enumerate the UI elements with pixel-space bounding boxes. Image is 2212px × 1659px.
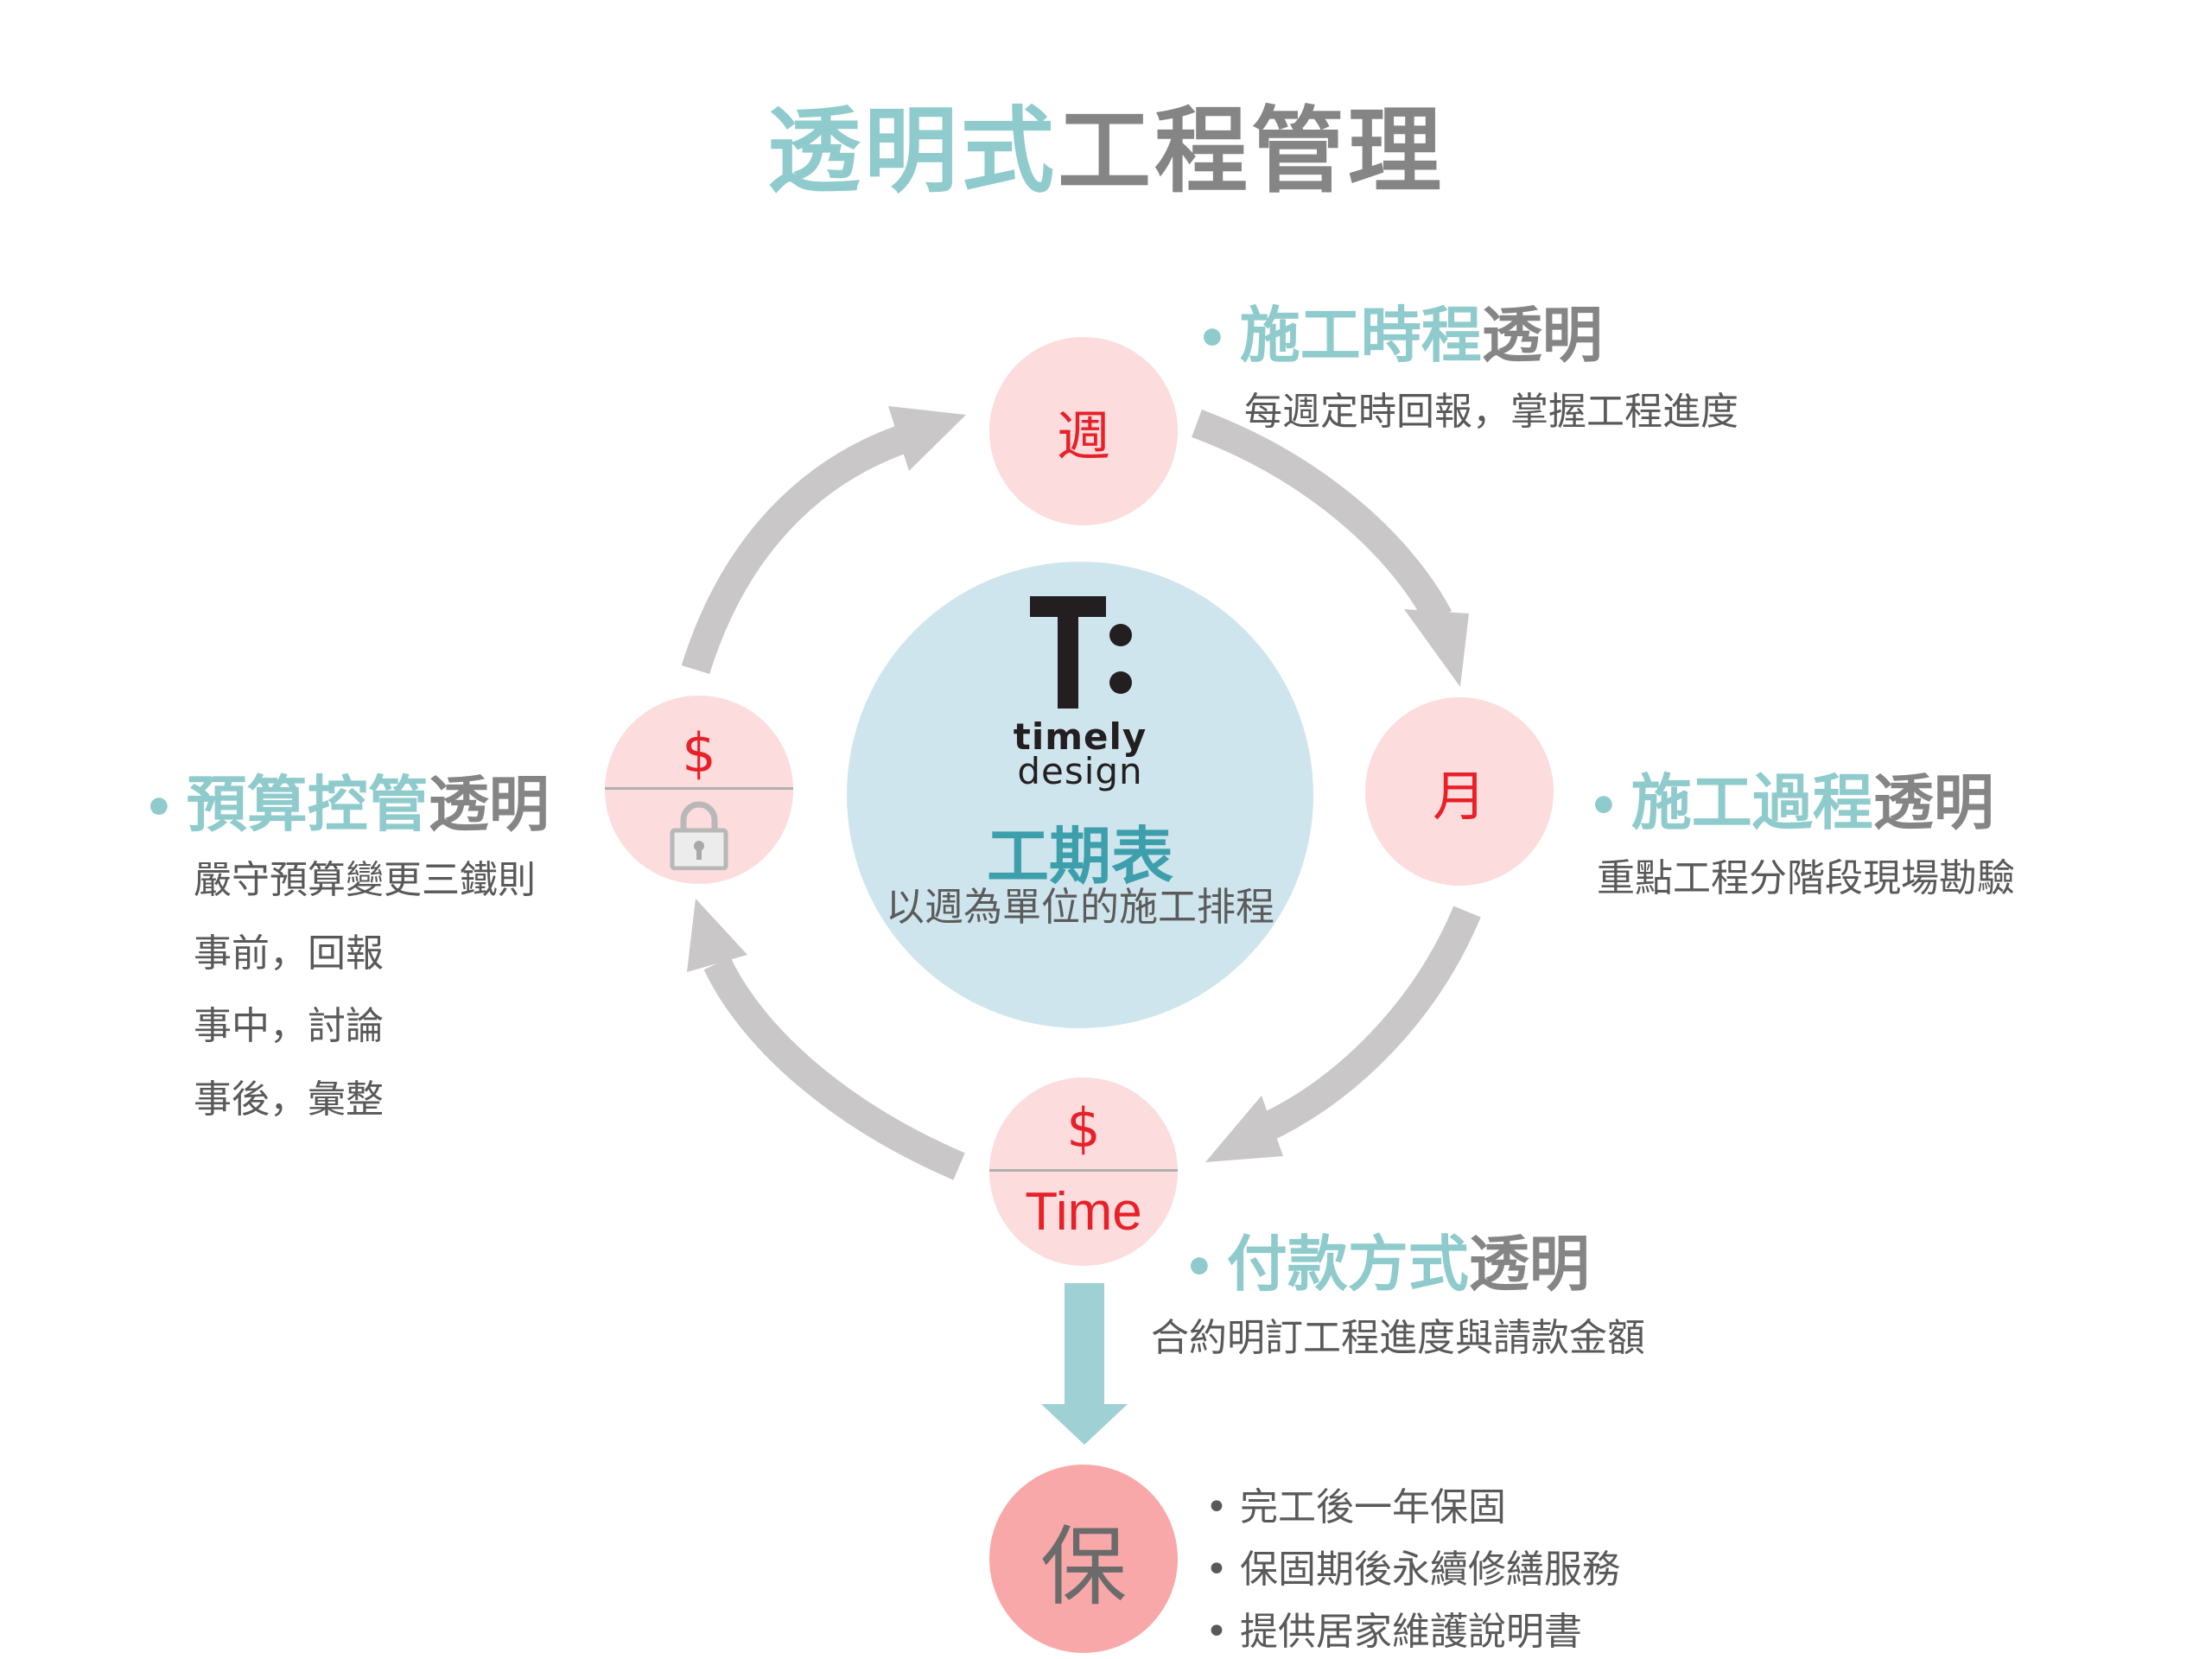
schedule-section-desc: 每週定時回報，掌握工程進度 (1244, 390, 1738, 434)
budget-node: $ (605, 696, 793, 884)
process-section-title: •施工過程透明 (1588, 767, 1994, 838)
bullet-icon: • (1588, 779, 1619, 836)
budget-line: 事前，回報 (194, 931, 384, 976)
warranty-item: •保固期後永續修繕服務 (1205, 1548, 1620, 1592)
payment-section-title: •付款方式透明 (1184, 1229, 1590, 1300)
budget-section-title: •預算控管透明 (143, 769, 550, 840)
page-title: 透明式工程管理 (0, 76, 2212, 211)
schedule-section-title: •施工時程透明 (1197, 300, 1603, 371)
payment-section-desc: 合約明訂工程進度與請款金額 (1151, 1316, 1645, 1360)
timely-logo-mark (1030, 596, 1132, 709)
lock-icon (670, 801, 728, 870)
bullet-icon: • (1184, 1240, 1215, 1297)
node-divider (989, 1169, 1178, 1172)
cycle-arrow-icon (1205, 906, 1481, 1162)
payment-node: $ Time (989, 1077, 1178, 1266)
warranty-item: •完工後一年保固 (1205, 1485, 1506, 1529)
center-circle (847, 562, 1313, 1028)
payment-dollar-symbol: $ (1066, 1096, 1101, 1160)
budget-dollar-symbol: $ (682, 721, 716, 785)
warranty-label: 保 (1040, 1516, 1127, 1618)
week-label: 週 (1056, 404, 1110, 467)
budget-line: 事中，討論 (194, 1004, 384, 1048)
payment-time-label: Time (1025, 1182, 1142, 1242)
bullet-icon: • (1205, 1548, 1228, 1592)
down-arrow-icon (1041, 1283, 1128, 1445)
title-accent: 透明式 (766, 98, 1058, 206)
month-label: 月 (1432, 765, 1486, 828)
bullet-icon: • (1197, 311, 1228, 368)
logo-wordmark-timely: timely (1013, 715, 1147, 758)
bullet-icon: • (1205, 1485, 1228, 1529)
process-section-desc: 重點工程分階段現場勘驗 (1597, 856, 2015, 900)
bullet-icon: • (143, 780, 175, 837)
budget-line: 事後，彙整 (194, 1077, 384, 1122)
bullet-icon: • (1205, 1610, 1228, 1654)
budget-line: 嚴守預算變更三鐵則 (194, 858, 536, 902)
month-node: 月 (1365, 697, 1554, 886)
warranty-item: •提供居家維護說明書 (1205, 1610, 1582, 1654)
cycle-arrow-icon (687, 899, 965, 1180)
center-subtitle: 以週為單位的施工排程 (885, 884, 1274, 930)
week-node: 週 (989, 337, 1178, 525)
logo-wordmark-design: design (1017, 750, 1143, 792)
cycle-arrow-icon (681, 406, 966, 675)
warranty-node: 保 (989, 1465, 1178, 1653)
center-title: 工期表 (986, 820, 1173, 893)
title-rest: 工程管理 (1058, 98, 1446, 206)
node-divider (605, 787, 793, 790)
cycle-arrow-icon (1192, 410, 1469, 687)
